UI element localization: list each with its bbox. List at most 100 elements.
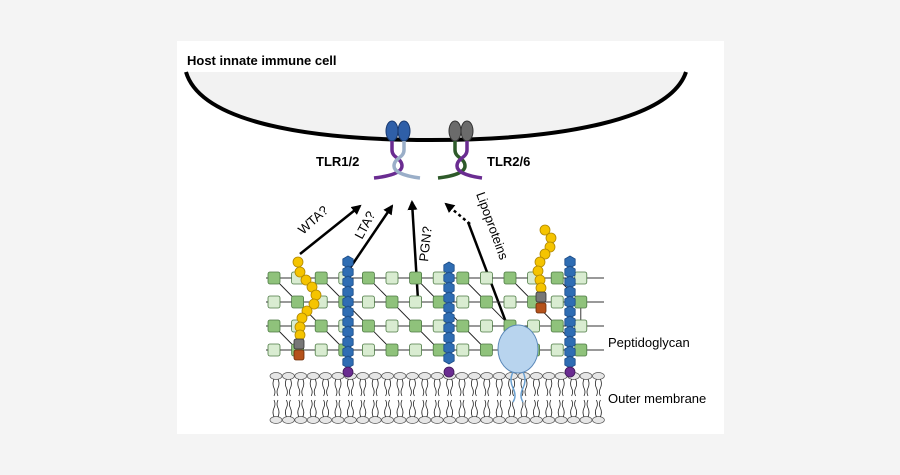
lipid-tail [570, 399, 573, 418]
wta-arrow [299, 204, 362, 255]
lipid-tail [276, 378, 280, 397]
lipid-tail [400, 399, 404, 418]
lipid-head [269, 416, 283, 424]
glycan-subunit [527, 319, 540, 333]
lipid-tail [322, 378, 325, 397]
lipid-tail [561, 378, 565, 397]
lipid-tail [375, 378, 379, 397]
glycan-subunit [479, 343, 493, 357]
lipid-tail [499, 399, 503, 418]
lipid-anchor [443, 366, 455, 378]
lipid-tail [313, 378, 317, 397]
lipid-tail [446, 399, 449, 418]
glycan-subunit [361, 271, 375, 285]
lipid-head [306, 372, 320, 380]
lipid-tail [413, 378, 416, 397]
lipid-tail [388, 399, 391, 418]
glycan-subunit [267, 271, 281, 285]
lipid-tail [363, 399, 367, 418]
lipid-tail [437, 378, 441, 397]
lipid-head [356, 416, 370, 424]
lipid-tail [297, 378, 301, 397]
tlr1-2-label: TLR1/2 [316, 154, 359, 169]
lipid-tail [351, 399, 354, 418]
lipid-head [269, 372, 283, 380]
lipid-head [282, 372, 295, 380]
glycan-subunit [409, 319, 423, 333]
lipid-head [592, 416, 605, 424]
lipid-tail [595, 399, 598, 418]
lta-subunit [443, 351, 455, 365]
glycan-subunit [361, 319, 375, 333]
lipid-head [344, 416, 357, 424]
lipid-tail [520, 378, 524, 397]
lipid-tail [508, 399, 511, 418]
lipid-tail [285, 378, 288, 397]
glycan-subunit [456, 319, 470, 333]
lipid-tail [276, 399, 280, 418]
lipid-tail [322, 399, 325, 418]
lipid-tail [409, 378, 412, 397]
lipid-tail [388, 378, 391, 397]
lipid-tail [471, 378, 474, 397]
lipid-tail [549, 399, 553, 418]
lipid-tail [289, 399, 292, 418]
lipid-head [579, 416, 593, 424]
glycan-subunit [550, 319, 564, 333]
lipid-tail [384, 378, 387, 397]
lipid-tail [351, 378, 354, 397]
tlr1-2-receptor [373, 120, 421, 180]
lipid-tail [450, 378, 453, 397]
lipid-tail [347, 399, 350, 418]
lipid-head [480, 372, 494, 380]
lipoprotein [497, 324, 539, 403]
outer-membrane-bilayer [269, 372, 605, 424]
lipid-head [468, 372, 481, 380]
wta-anchor [535, 302, 547, 314]
lipoprotein-dotted-arrow [444, 202, 471, 225]
lipid-head [393, 416, 407, 424]
lipid-tail [586, 378, 590, 397]
lipid-head [331, 416, 345, 424]
glycan-subunit [503, 295, 517, 309]
lipid-tail [400, 378, 404, 397]
lipid-tail [483, 378, 487, 397]
lipid-tail [483, 399, 487, 418]
lipid-tail [437, 399, 441, 418]
lipid-tail [557, 378, 561, 397]
lipid-tail [433, 378, 437, 397]
lipid-tail [533, 399, 536, 418]
lipid-tail [574, 399, 577, 418]
wta-subunit [292, 256, 304, 268]
glycan-subunit [479, 295, 493, 309]
lipid-tail [549, 378, 553, 397]
lipid-head [579, 372, 593, 380]
lipid-tail [338, 378, 342, 397]
lipid-tail [347, 378, 350, 397]
lipid-tail [557, 399, 561, 418]
lipid-tail [371, 399, 375, 418]
glycan-subunit [385, 319, 399, 333]
lipid-tail [421, 378, 425, 397]
lipid-tail [326, 378, 329, 397]
lipid-tail [524, 378, 528, 397]
lipid-head [530, 372, 543, 380]
glycan-subunit [550, 271, 564, 285]
wta-subunit [539, 248, 551, 260]
lipid-anchor [342, 366, 354, 378]
glycan-subunit [267, 319, 281, 333]
tlr2-6-label: TLR2/6 [487, 154, 530, 169]
lipid-tail [285, 399, 288, 418]
lipid-tail [359, 378, 363, 397]
glycan-subunit [456, 271, 470, 285]
glycan-subunit [574, 319, 588, 333]
glycan-subunit [574, 295, 588, 309]
lipid-tail [471, 399, 474, 418]
lipid-head [517, 416, 531, 424]
lipid-tail [487, 378, 491, 397]
lipid-tail [599, 378, 602, 397]
lipid-head [294, 372, 308, 380]
lipid-tail [359, 399, 363, 418]
wta-linker [535, 291, 547, 303]
glycan-subunit [479, 319, 493, 333]
